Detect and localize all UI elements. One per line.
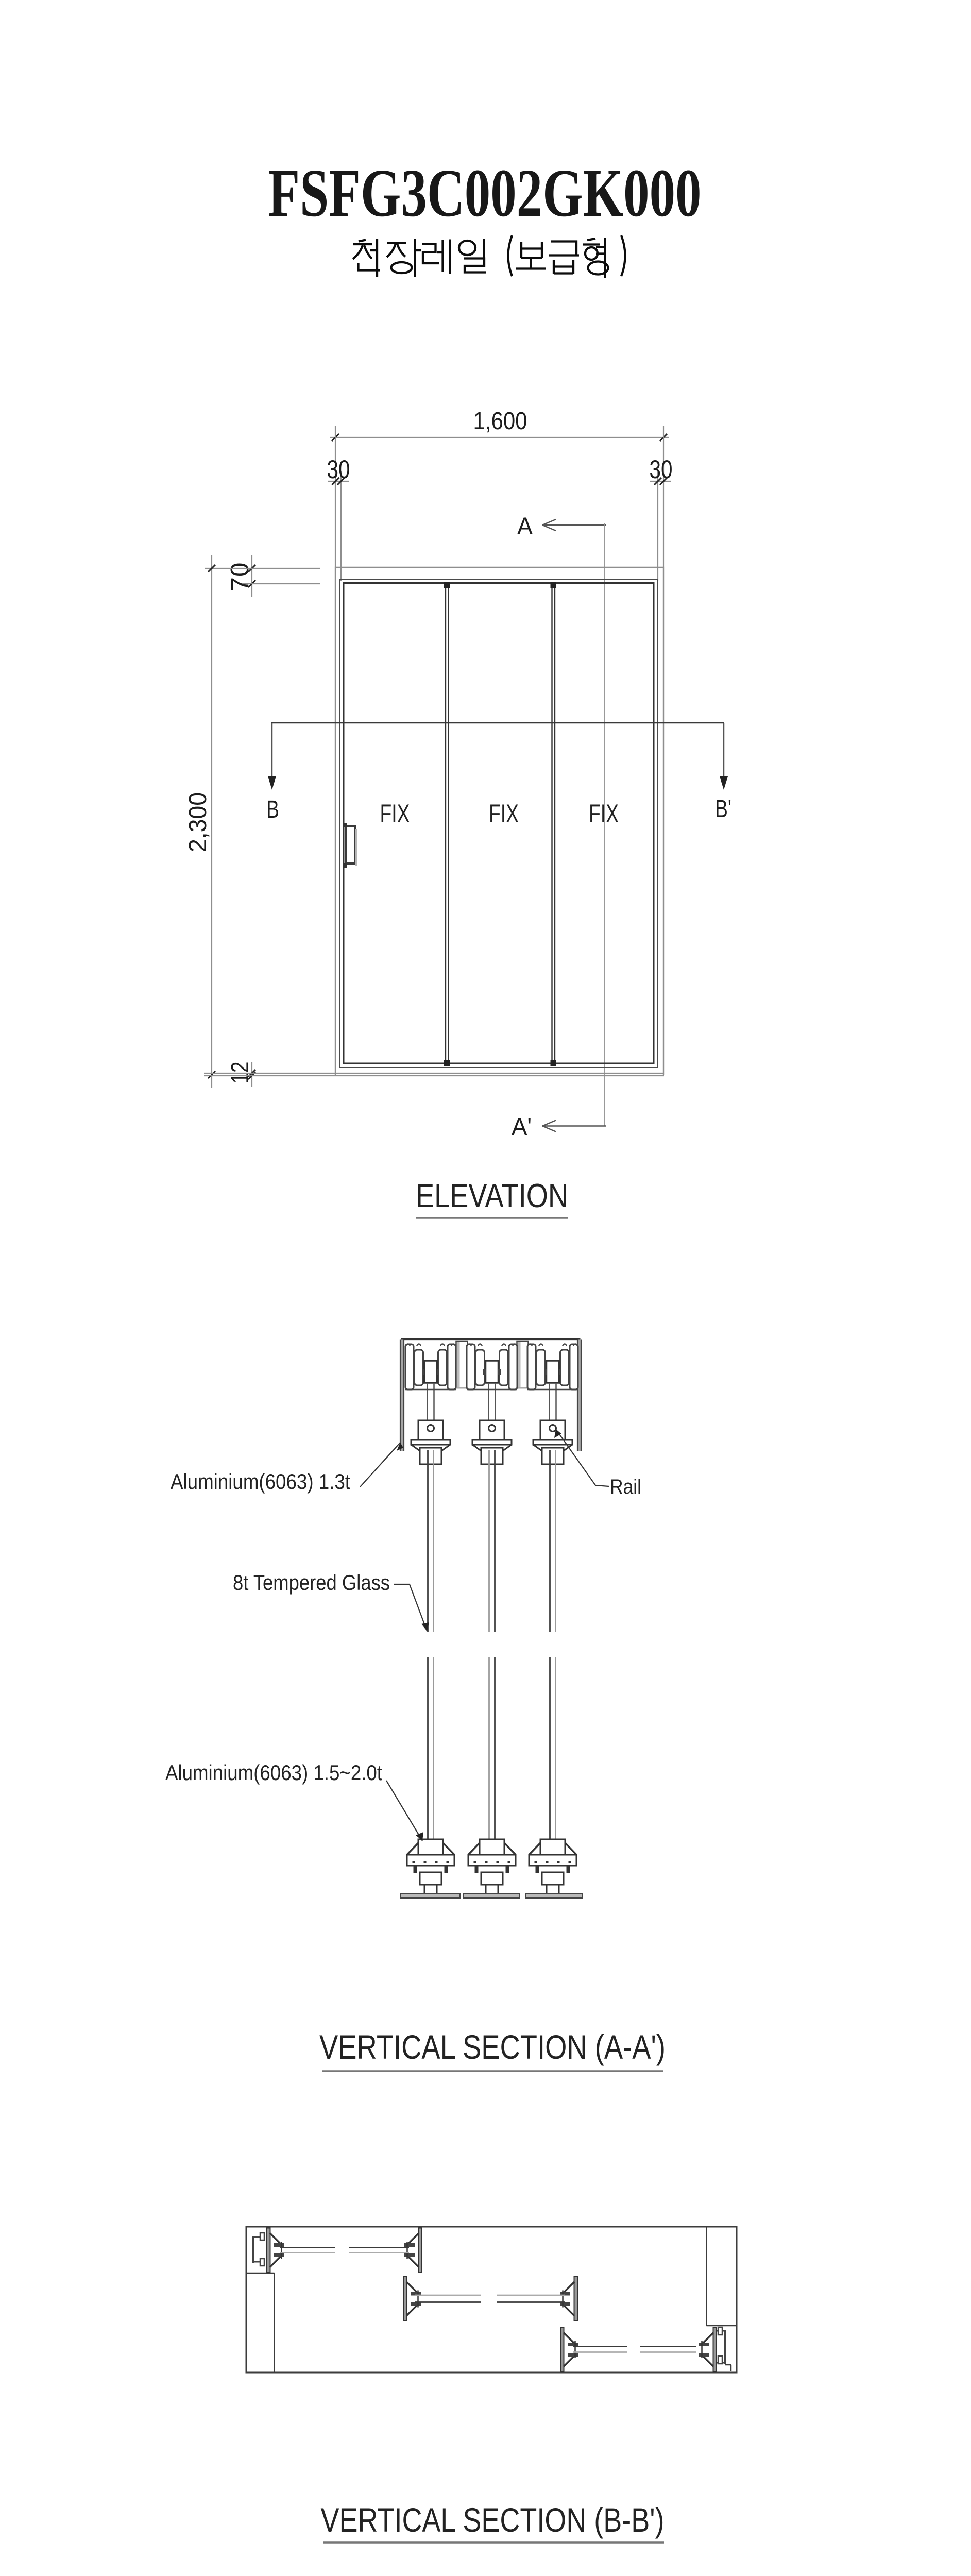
svg-text:A: A [517,512,533,539]
svg-text:B: B [266,796,279,823]
svg-text:70: 70 [226,563,254,592]
svg-text:FSFG3C002GK000: FSFG3C002GK000 [268,155,702,231]
svg-text:FIX: FIX [589,799,619,828]
svg-text:A': A' [512,1113,532,1140]
svg-text:30: 30 [650,455,673,484]
svg-text:FIX: FIX [489,799,519,828]
svg-text:8t Tempered Glass: 8t Tempered Glass [233,1570,390,1595]
svg-text:VERTICAL SECTION (B-B'): VERTICAL SECTION (B-B') [321,2501,665,2539]
svg-text:FIX: FIX [380,799,410,828]
svg-text:Rail: Rail [610,1476,641,1498]
svg-text:Aluminium(6063) 1.3t: Aluminium(6063) 1.3t [171,1469,350,1494]
svg-text:ELEVATION: ELEVATION [416,1177,568,1214]
svg-text:2,300: 2,300 [184,792,212,852]
svg-text:1,600: 1,600 [473,408,527,435]
svg-text:B': B' [715,795,731,823]
svg-text:VERTICAL SECTION (A-A'): VERTICAL SECTION (A-A') [319,2028,666,2066]
svg-text:Aluminium(6063) 1.5~2.0t: Aluminium(6063) 1.5~2.0t [165,1760,382,1785]
